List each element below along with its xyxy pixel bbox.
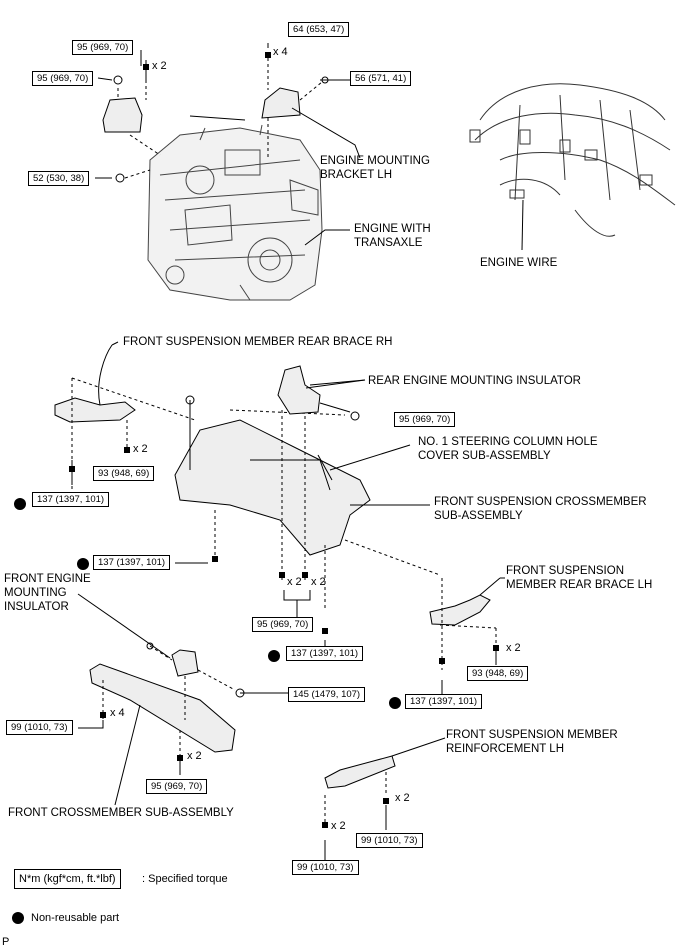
torque-box: 137 (1397, 101) — [32, 492, 110, 507]
torque-box: 52 (530, 38) — [28, 171, 90, 186]
non-reusable-dot-icon — [14, 498, 26, 510]
label-front-suspension-member-rear-brace-rh: FRONT SUSPENSION MEMBER REAR BRACE RH — [123, 336, 393, 348]
label-front-suspension-member-reinforcement-lh: FRONT SUSPENSION MEMBER REINFORCEMENT LH — [446, 729, 618, 755]
torque-box: 145 (1479, 107) — [288, 687, 366, 702]
torque-box: 64 (653, 47) — [288, 22, 350, 37]
torque-box: 95 (969, 70) — [394, 412, 456, 427]
non-reusable-dot-icon — [77, 558, 89, 570]
quantity-multiplier: x 2 — [331, 820, 346, 832]
label-engine-mounting-bracket-lh: ENGINE MOUNTING BRACKET LH — [320, 155, 430, 181]
quantity-multiplier: x 2 — [395, 792, 410, 804]
label-front-suspension-crossmember: FRONT SUSPENSION CROSSMEMBER SUB-ASSEMBL… — [434, 496, 647, 522]
rear-brace-lh-drawing — [429, 577, 501, 670]
engine-wire-drawing — [469, 83, 676, 251]
torque-box: 56 (571, 41) — [350, 71, 412, 86]
legend-torque-description: : Specified torque — [142, 873, 228, 885]
non-reusable-dot-icon — [389, 697, 401, 709]
quantity-multiplier: x 2 — [506, 642, 521, 654]
label-front-engine-mounting-insulator: FRONT ENGINE MOUNTING INSULATOR — [4, 573, 91, 613]
label-front-crossmember: FRONT CROSSMEMBER SUB-ASSEMBLY — [8, 807, 234, 819]
torque-box: 137 (1397, 101) — [286, 646, 364, 661]
legend-torque-unit: N*m (kgf*cm, ft.*lbf) — [14, 869, 121, 889]
quantity-multiplier: x 2 — [187, 750, 202, 762]
label-rear-engine-mounting-insulator: REAR ENGINE MOUNTING INSULATOR — [368, 375, 581, 387]
quantity-multiplier: x 2 — [287, 576, 302, 588]
non-reusable-dot-icon — [268, 650, 280, 662]
torque-box: 95 (969, 70) — [32, 71, 94, 86]
quantity-multiplier: x 4 — [110, 707, 125, 719]
bolt-heads — [69, 52, 499, 828]
corner-mark: P — [2, 936, 10, 948]
torque-box: 99 (1010, 73) — [6, 720, 73, 735]
label-engine-wire: ENGINE WIRE — [480, 257, 558, 269]
torque-box: 93 (948, 69) — [93, 466, 155, 481]
crossmember-drawing — [174, 395, 441, 610]
legend-non-reusable-dot-icon — [12, 912, 24, 924]
torque-box: 99 (1010, 73) — [356, 833, 423, 848]
legend-non-reusable-text: Non-reusable part — [31, 912, 120, 924]
quantity-multiplier: x 4 — [273, 46, 288, 58]
upper-mount-drawing — [102, 52, 329, 183]
label-front-suspension-member-rear-brace-lh: FRONT SUSPENSION MEMBER REAR BRACE LH — [506, 565, 653, 591]
quantity-multiplier: x 2 — [133, 443, 148, 455]
reinforcement-lh-drawing — [324, 737, 446, 830]
engine-with-transaxle-drawing — [147, 124, 323, 301]
label-engine-with-transaxle: ENGINE WITH TRANSAXLE — [354, 223, 431, 249]
torque-box: 95 (969, 70) — [146, 779, 208, 794]
upper-leader-lines — [95, 43, 361, 246]
torque-box: 137 (1397, 101) — [93, 555, 171, 570]
front-crossmember-drawing — [89, 663, 236, 806]
rear-engine-insulator-drawing — [277, 365, 366, 421]
torque-box: 95 (969, 70) — [252, 617, 314, 632]
torque-box: 93 (948, 69) — [467, 666, 529, 681]
torque-box: 137 (1397, 101) — [405, 694, 483, 709]
label-no1-steering-column-hole-cover: NO. 1 STEERING COLUMN HOLE COVER SUB-ASS… — [418, 436, 598, 462]
quantity-multiplier: x 2 — [152, 60, 167, 72]
upper-dashed-lines — [117, 80, 323, 179]
rear-brace-rh-drawing — [54, 344, 196, 490]
torque-box: 99 (1010, 73) — [292, 860, 359, 875]
torque-box: 95 (969, 70) — [72, 40, 134, 55]
quantity-multiplier: x 2 — [311, 576, 326, 588]
